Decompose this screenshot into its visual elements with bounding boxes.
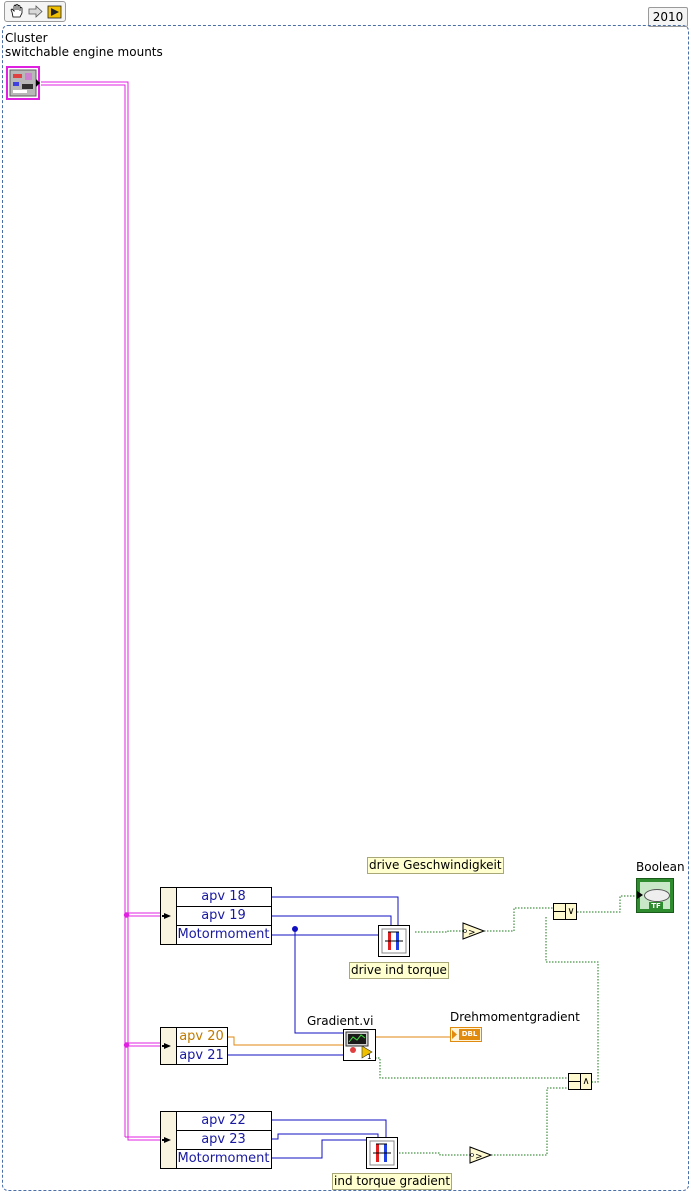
and-symbol: ∧ — [582, 1076, 590, 1087]
block-diagram-toolbar — [4, 1, 66, 22]
element-apv-20[interactable]: apv 20 — [176, 1028, 227, 1047]
numeric-wires-2[interactable] — [228, 1036, 450, 1056]
element-apv-23[interactable]: apv 23 — [176, 1131, 271, 1150]
block-diagram-frame — [2, 25, 689, 1191]
cluster-label: Cluster switchable engine mounts — [5, 31, 163, 59]
boolean-indicator-terminal[interactable]: TF — [636, 878, 674, 913]
dbl-tag: DBL — [459, 1029, 480, 1040]
element-apv-22[interactable]: apv 22 — [176, 1112, 271, 1131]
boolean-wires[interactable] — [375, 895, 636, 1156]
drive-ind-torque-label: drive ind torque — [349, 962, 449, 979]
greater-than-symbol-2: > — [475, 1152, 483, 1162]
unbundle-by-name-1[interactable]: apv 18 apv 19 Motormoment — [160, 887, 272, 945]
unbundle-2-input-terminal — [161, 1028, 177, 1064]
element-motormoment-1[interactable]: Motormoment — [177, 927, 270, 942]
numeric-wires-1[interactable] — [271, 896, 399, 1034]
unbundle-1-input-terminal — [161, 888, 177, 944]
greater-than-comparator-2[interactable]: > — [469, 1146, 493, 1164]
cluster-control-terminal[interactable] — [5, 65, 41, 101]
gradient-vi-label: Gradient.vi — [307, 1014, 374, 1028]
hand-tool-icon[interactable] — [8, 3, 25, 20]
or-symbol: ∨ — [567, 906, 575, 917]
gradient-icon: 1 — [345, 1031, 373, 1061]
greater-than-symbol-1: > — [468, 928, 476, 938]
cluster-label-line1: Cluster — [5, 31, 48, 45]
output-index: 1 — [367, 1053, 371, 1060]
drive-ind-torque-subvi[interactable] — [378, 925, 410, 957]
boolean-label: Boolean — [636, 860, 685, 874]
ind-torque-gradient-subvi[interactable] — [366, 1137, 398, 1169]
element-apv-19[interactable]: apv 19 — [176, 907, 271, 926]
drehmomentgradient-label: Drehmomentgradient — [450, 1010, 580, 1024]
element-apv-18[interactable]: apv 18 — [176, 888, 271, 907]
numeric-wires-3[interactable] — [271, 1119, 387, 1159]
drehmomentgradient-indicator-terminal[interactable]: DBL — [450, 1027, 482, 1042]
drive-geschwindigkeit-label: drive Geschwindigkeit — [367, 857, 504, 874]
cluster-wire[interactable] — [41, 81, 160, 1141]
element-motormoment-2[interactable]: Motormoment — [177, 1151, 270, 1166]
element-apv-21[interactable]: apv 21 — [179, 1048, 224, 1063]
or-function[interactable]: ∨ — [553, 903, 577, 920]
indicator-input-arrow-icon — [637, 891, 643, 899]
express-vi-icon — [381, 928, 407, 954]
unbundle-3-input-terminal — [161, 1112, 177, 1168]
greater-than-comparator-1[interactable]: > — [462, 922, 486, 940]
unbundle-by-name-3[interactable]: apv 22 apv 23 Motormoment — [160, 1111, 272, 1169]
gradient-vi-subvi[interactable]: 1 — [343, 1029, 376, 1061]
indicator-arrow-icon — [452, 1030, 457, 1039]
cluster-icon — [6, 66, 40, 100]
unbundle-by-name-2[interactable]: apv 20 apv 21 — [160, 1027, 228, 1065]
express-vi-icon-2 — [369, 1140, 395, 1166]
run-arrow-icon[interactable] — [46, 3, 63, 20]
ind-torque-gradient-label: ind torque gradient — [332, 1173, 453, 1190]
version-label: 2010 — [648, 7, 688, 27]
led-icon — [644, 889, 670, 902]
cluster-label-line2: switchable engine mounts — [5, 45, 163, 59]
arrow-tool-icon[interactable] — [27, 3, 44, 20]
tf-tag: TF — [649, 902, 663, 911]
and-function[interactable]: ∧ — [568, 1073, 592, 1090]
